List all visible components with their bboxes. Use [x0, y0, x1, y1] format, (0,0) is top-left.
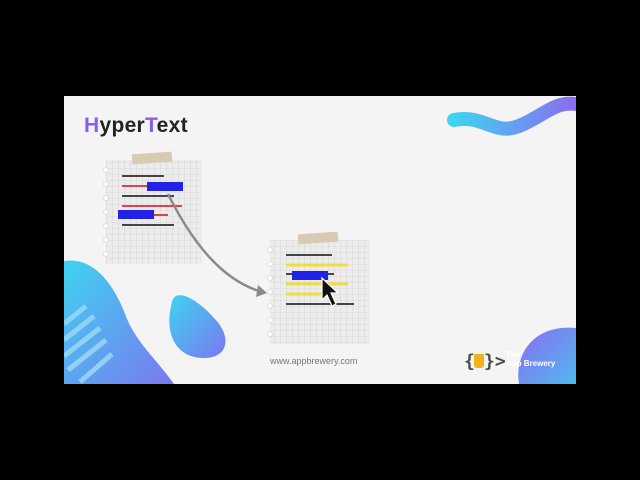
logo-text: The App Brewery — [506, 350, 555, 368]
logo-brace-left: { — [464, 351, 475, 372]
link-arrowhead — [256, 285, 267, 297]
decorative-wave — [447, 96, 576, 136]
logo-brace-right: }> — [484, 351, 506, 372]
decorative-corner — [518, 327, 576, 384]
link-arrow — [166, 193, 263, 294]
logo-line-2: App Brewery — [506, 359, 556, 368]
website-url: www.appbrewery.com — [270, 356, 358, 366]
decorative-blob — [169, 295, 226, 358]
title-accent-letter-t: T — [145, 114, 157, 137]
decorative-stripes — [64, 304, 114, 384]
logo-line-1: The — [506, 350, 521, 359]
title-part-yper: yper — [99, 114, 146, 137]
slide: HyperText www.appbrewery.com { }> The Ap… — [64, 96, 576, 384]
beer-mug-icon — [474, 354, 484, 368]
document-right — [267, 231, 370, 344]
slide-title: HyperText — [84, 114, 188, 138]
decorative-shape-left — [64, 260, 174, 384]
slide-graphics — [64, 96, 576, 384]
app-brewery-logo: { }> The App Brewery — [464, 349, 574, 377]
document-left — [103, 151, 202, 264]
cursor-pointer-icon — [321, 276, 340, 307]
title-accent-letter-h: H — [84, 114, 100, 137]
title-part-ext: ext — [156, 114, 188, 137]
